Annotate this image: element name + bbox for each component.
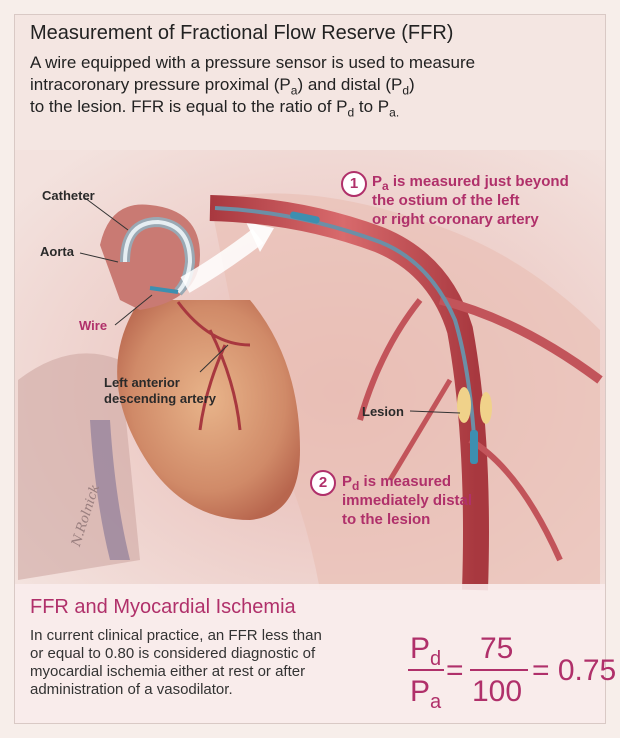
lad-label-line2: descending artery	[104, 391, 216, 407]
catheter-label: Catheter	[42, 188, 95, 204]
lesion-label: Lesion	[362, 404, 404, 420]
sensor-distal	[470, 430, 478, 464]
lesion-plaque	[457, 387, 471, 423]
formula-bar-2	[470, 669, 528, 671]
wire-label: Wire	[79, 318, 107, 334]
formula-result: = 0.75	[532, 656, 616, 686]
callout-2-number: 2	[310, 470, 336, 496]
formula-bar-1	[408, 669, 444, 671]
aorta-label: Aorta	[40, 244, 74, 260]
formula-numerator: 75	[480, 634, 513, 664]
formula-pa: Pa	[410, 677, 441, 707]
lad-label-line1: Left anterior	[104, 375, 180, 391]
ischemia-text: In current clinical practice, an FFR les…	[30, 627, 390, 699]
page-title: Measurement of Fractional Flow Reserve (…	[30, 22, 453, 45]
formula-denominator: 100	[472, 677, 522, 707]
ischemia-title: FFR and Myocardial Ischemia	[30, 596, 296, 619]
formula-pd: Pd	[410, 634, 441, 664]
callout-1: Pa is measured just beyond the ostium of…	[372, 172, 569, 229]
callout-2: Pd is measured immediately distal to the…	[342, 472, 472, 529]
intro-text: A wire equipped with a pressure sensor i…	[30, 52, 570, 118]
callout-1-number: 1	[341, 171, 367, 197]
formula-equals-1: =	[446, 656, 464, 686]
